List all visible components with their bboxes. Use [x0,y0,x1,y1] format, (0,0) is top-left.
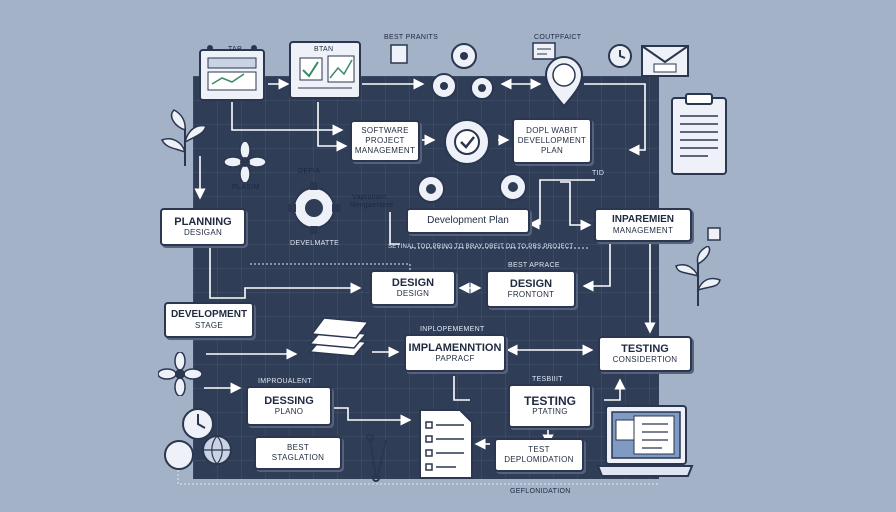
box-title: INPAREMIEN [611,214,675,225]
inplopemement-label: INPLOPEMEMENT [420,326,485,333]
planning-box: PLANNING DESIGAN [160,208,246,246]
software-project-management-box: SOFTWARE PROJECT MANAGEMENT [350,120,420,162]
tap-label: TAP [228,46,242,53]
clipboard-icon [671,93,727,175]
dashboard-card-icon [199,45,265,101]
box-subtitle: CONSIDERTION [612,355,678,364]
gears-icon [431,43,494,100]
best-aprace-label: BEST APRACE [508,262,560,269]
flower-icon [224,142,266,182]
box-title: DEVELOPMENT [170,309,248,320]
box-subtitle: PLANO [274,407,304,416]
coutpfaict-label: COUTPFAICT [534,34,582,41]
tid-label: TID [592,170,605,177]
box-title: DESIGN [391,277,435,289]
alarm-clock-icon [608,44,632,68]
connector [604,378,626,401]
nengaersent-label: Nengaersent [350,202,394,209]
testing-consideration-box: TESTING CONSIDERTION [598,336,692,372]
connector [560,181,592,231]
connector [584,83,646,156]
btan-label: BTAN [314,46,334,53]
defia-label: DEFIA [298,168,321,175]
connector [209,240,362,299]
check-gear-icon [444,119,490,165]
connector [231,102,344,136]
note-icon [390,44,408,64]
testing-ptating-box: TESTING PTATING [508,384,592,428]
box-title: PLANNING [174,216,232,228]
box-subtitle: DEPLOMIDATION [504,455,574,464]
box-title: IMPLAMENNTION [408,342,502,354]
design-frontont-box: DESIGN FRONTONT [486,270,576,308]
inparemien-box: INPAREMIEN MANAGEMENT [594,208,692,242]
best-staglation-box: BEST STAGLATION [254,436,342,470]
flower-icon [158,352,202,396]
box-subtitle: DESIGN [396,289,430,298]
envelope-icon [641,45,689,77]
development-plan-banner: Development Plan [406,208,530,234]
box-subtitle: MANAGEMENT [612,226,674,235]
box-subtitle: STAGLATION [271,453,325,462]
clock-icon [164,440,194,470]
box-line: PLAN [540,146,564,155]
box-subtitle: DESIGAN [183,228,223,237]
test-deplomidation-box: TEST DEPLOMIDATION [494,438,584,472]
dashed-connector [250,263,411,270]
box-title: TEST [528,445,550,454]
development-plan-box: DOPL WABIT DEVELLOPMENT PLAN [512,118,592,164]
chart-card-icon [289,41,361,99]
development-stage-box: DEVELOPMENT STAGE [164,302,254,338]
box-subtitle: PAPRACF [435,354,475,363]
small-cube-icon [707,227,721,241]
laptop-icon [596,405,694,477]
box-subtitle: STAGE [194,321,224,330]
dessing-box: DESSING PLANO [246,386,332,426]
develmatte-label: DEVELMATTE [290,240,340,247]
gear-icon [417,175,445,203]
box-title: Development Plan [427,215,509,226]
box-title: TESTING [621,343,669,355]
tools-icon [366,434,387,482]
plasim-label: PLASIM [232,184,260,191]
improualent-label: IMPROUALENT [258,378,312,385]
connector [453,376,470,401]
clock-icon [182,408,214,440]
vapronant-label: Vapronant [352,194,387,201]
small-card-icon [532,42,556,60]
box-title: DESSING [264,395,314,407]
box-subtitle: FRONTONT [507,290,555,299]
checklist-document-icon [419,409,473,479]
gear-icon [288,182,340,234]
box-line: DOPL WABIT [526,126,578,135]
connector [389,212,400,245]
box-line: PROJECT [365,136,405,145]
implementation-box: IMPLAMENNTION PAPRACF [404,334,506,372]
best-pranits-label: BEST PRANITS [384,34,439,41]
box-subtitle: PTATING [532,407,568,416]
setinal-label: SETINAL TOO PRING TO BRAY DREIT DG TO PR… [388,244,574,250]
leaf-plant-icon [675,246,721,306]
connector [334,407,412,426]
leaf-plant-icon [160,109,207,166]
box-line: SOFTWARE [361,126,409,135]
box-line: DEVELLOPMENT [517,136,587,145]
document-stack-icon [308,317,370,357]
box-title: DESIGN [509,278,553,290]
tesbiiit-label: TESBIIIT [532,376,563,383]
connector [582,244,611,292]
geflonidation-label: GEFLONIDATION [510,488,571,495]
gear-icon [499,173,527,201]
dashed-connector [177,470,660,485]
design-box: DESIGN DESIGN [370,270,456,306]
connector [528,179,595,230]
box-title: TESTING [523,394,576,408]
globe-icon [202,435,232,465]
box-line: MANAGEMENT [354,146,416,155]
connector [317,102,348,152]
box-title: BEST [286,443,310,452]
location-pin-icon [544,56,584,108]
